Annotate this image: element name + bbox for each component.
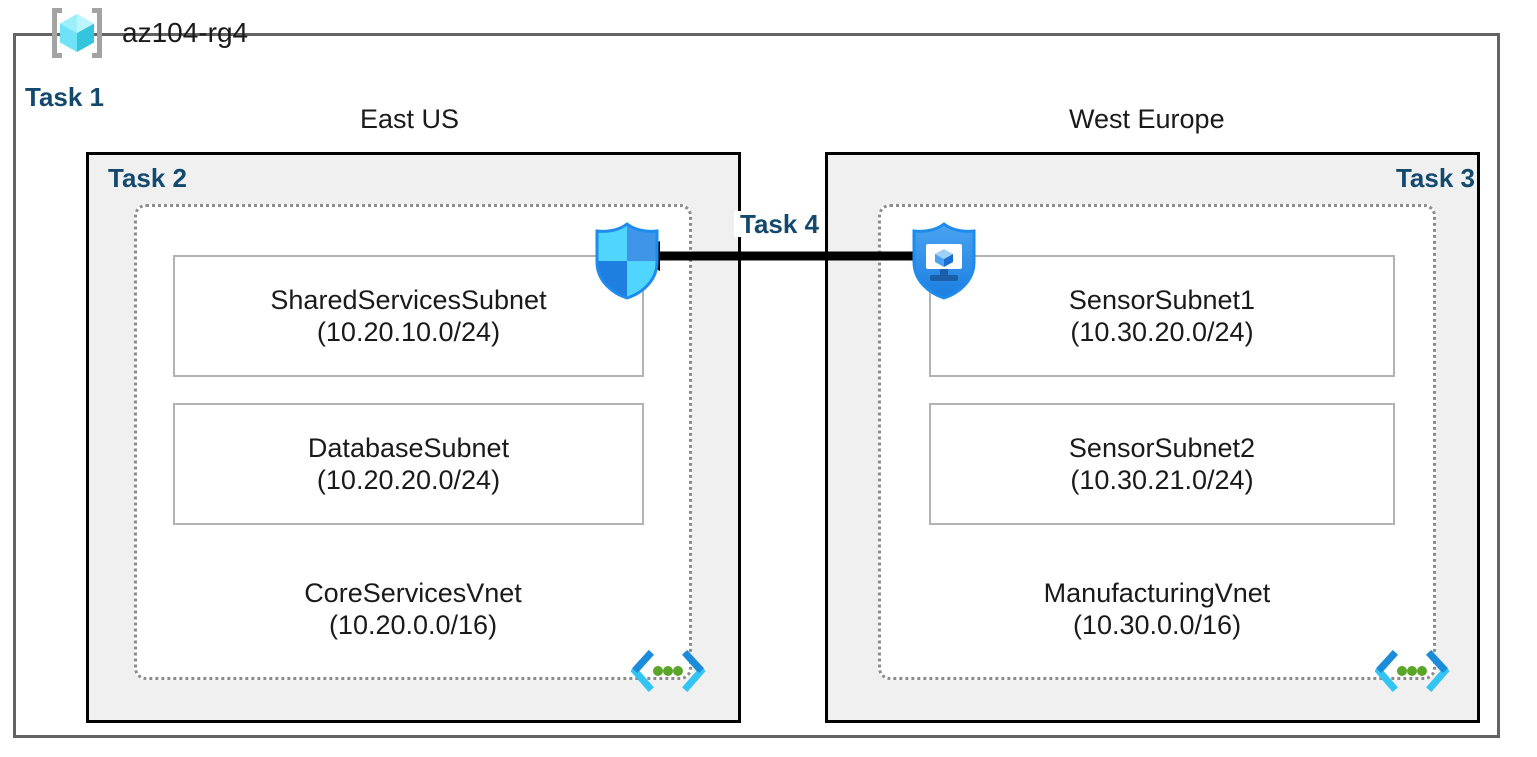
subnet-database: DatabaseSubnet (10.20.20.0/24) <box>173 403 644 525</box>
region-title-east-us: East US <box>360 104 460 134</box>
subnet-database-name: DatabaseSubnet <box>307 432 510 463</box>
vnet-core-services-name: CoreServicesVnet <box>304 578 522 608</box>
vnet-manufacturing-cidr: (10.30.0.0/16) <box>1072 609 1242 640</box>
virtual-network-icon <box>631 650 705 692</box>
vnet-manufacturing-name: ManufacturingVnet <box>1043 578 1271 608</box>
vnet-manufacturing-caption: ManufacturingVnet (10.30.0.0/16) <box>881 578 1433 642</box>
virtual-network-icon <box>1375 650 1449 692</box>
task-1-label: Task 1 <box>25 82 105 112</box>
region-title-west-europe: West Europe <box>1069 104 1225 134</box>
resource-group-label-gap <box>41 58 331 80</box>
resource-group-cube-icon <box>52 8 102 58</box>
azure-bastion-shield-icon <box>912 222 976 300</box>
task-4-label: Task 4 <box>734 211 826 237</box>
resource-group-name: az104-rg4 <box>122 17 249 48</box>
subnet-database-cidr: (10.20.20.0/24) <box>316 465 501 495</box>
resource-group-frame <box>13 33 1500 738</box>
subnet-shared-services-cidr: (10.20.10.0/24) <box>316 317 501 347</box>
subnet-shared-services: SharedServicesSubnet (10.20.10.0/24) <box>173 255 644 377</box>
subnet-shared-services-name: SharedServicesSubnet <box>270 284 547 315</box>
subnet-sensor-2: SensorSubnet2 (10.30.21.0/24) <box>929 403 1395 525</box>
azure-firewall-shield-icon <box>595 222 659 300</box>
task-3-label: Task 3 <box>1395 163 1475 193</box>
subnet-sensor-1: SensorSubnet1 (10.30.20.0/24) <box>929 255 1395 377</box>
subnet-sensor-2-name: SensorSubnet2 <box>1068 432 1256 463</box>
task-2-label: Task 2 <box>108 163 188 193</box>
subnet-sensor-1-cidr: (10.30.20.0/24) <box>1070 317 1254 347</box>
resource-group-header: az104-rg4 <box>46 2 248 64</box>
vnet-core-services-caption: CoreServicesVnet (10.20.0.0/16) <box>137 578 689 642</box>
subnet-sensor-1-name: SensorSubnet1 <box>1068 284 1256 315</box>
vnet-core-services-cidr: (10.20.0.0/16) <box>328 609 498 640</box>
subnet-sensor-2-cidr: (10.30.21.0/24) <box>1070 465 1254 495</box>
